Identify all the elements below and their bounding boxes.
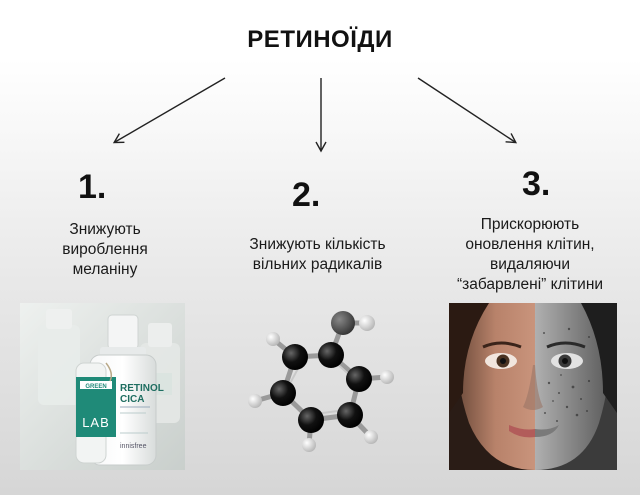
- arrow-left: [112, 77, 226, 144]
- page-title: РЕТИНОЇДИ: [247, 26, 393, 53]
- step-3-line-1: Прискорюють: [480, 216, 580, 233]
- step-1-line-1: Знижують: [69, 221, 141, 238]
- step-2-line-1: Знижують кількість: [249, 236, 386, 253]
- step-1-number: 1.: [78, 168, 107, 206]
- retinol-bottles-image: GREEN LAB RETINOL CICA innisfree: [20, 303, 185, 470]
- arrows-diagram: [112, 77, 518, 153]
- step-2-description: Знижують кількість вільних радикалів: [205, 235, 430, 275]
- step-2-line-2: вільних радикалів: [252, 256, 383, 273]
- step-3-line-2: оновлення клітин,: [465, 236, 595, 253]
- step-1-line-2: вироблення: [62, 241, 148, 258]
- arrow-right: [417, 77, 518, 144]
- bottle-product-line-2: CICA: [120, 394, 144, 405]
- step-3-number: 3.: [522, 165, 551, 203]
- step-3-description: Прискорюють оновлення клітин, видаляючи …: [430, 215, 630, 295]
- step-3-line-3: видаляючи: [489, 256, 570, 273]
- step-1-description: Знижують вироблення меланіну: [30, 220, 180, 280]
- step-2-number: 2.: [292, 176, 321, 214]
- step-1-line-3: меланіну: [72, 261, 138, 278]
- bottle-brand-text: GREEN: [85, 384, 106, 390]
- molecule-image: [235, 305, 405, 455]
- bottle-maker-text: innisfree: [120, 443, 147, 450]
- bottle-product-line-1: RETINOL: [120, 383, 164, 394]
- bottle-lab-text: LAB: [82, 415, 110, 430]
- half-face-image: [449, 303, 617, 470]
- step-3-line-4: “забарвлені” клітини: [456, 276, 604, 293]
